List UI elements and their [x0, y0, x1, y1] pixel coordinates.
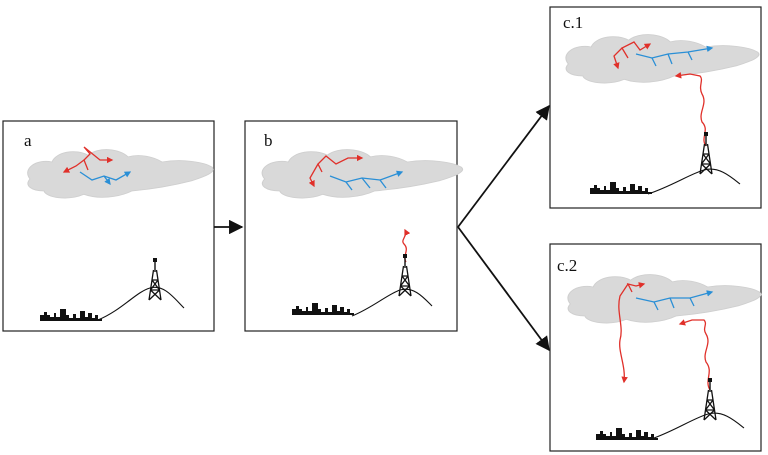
positive-leader-b-branch	[308, 163, 319, 188]
negative-leader-c1-branch	[651, 51, 693, 67]
panel-b: b	[244, 120, 464, 332]
positive-leader-c1	[621, 41, 652, 59]
hill-icon	[653, 412, 745, 439]
positive-leader-c1-branch	[613, 47, 623, 70]
positive-leader-c2-down	[618, 283, 629, 384]
arrow-b-to-c1	[457, 104, 550, 228]
panel-c1: c.1	[549, 6, 762, 209]
hill-icon	[97, 286, 185, 321]
positive-leader-a	[83, 146, 114, 171]
positive-leader-a-branch	[62, 159, 85, 173]
panel-c1-label: c.1	[563, 13, 583, 32]
panel-a: a	[2, 120, 215, 332]
panel-c2: c.2	[549, 243, 762, 452]
upward-leader-c2	[678, 319, 711, 391]
negative-leader-c2-branch	[653, 297, 695, 311]
positive-leader-c2	[626, 282, 646, 293]
negative-leader-b-branch	[345, 177, 387, 191]
panel-b-label: b	[264, 131, 273, 150]
positive-leader-b	[317, 154, 364, 173]
panel-a-label: a	[24, 131, 32, 150]
arrow-b-to-c2	[457, 226, 550, 352]
panel-c2-label: c.2	[557, 256, 577, 275]
negative-leader-a-branch	[103, 175, 111, 186]
